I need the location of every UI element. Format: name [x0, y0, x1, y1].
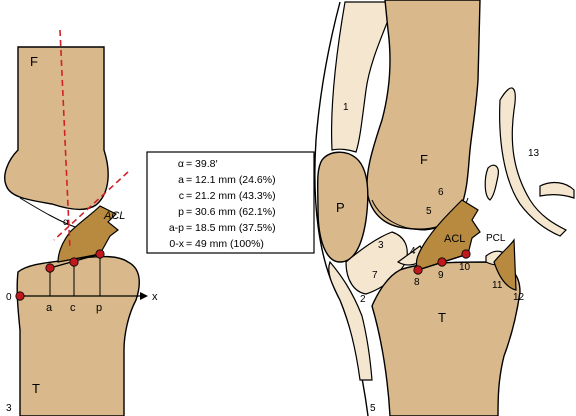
right-insertion-point-8	[413, 265, 423, 275]
right-knee-diagram: F P T ACL PCL 1 2 3 4 5 6 7 8 9 10 11 12…	[314, 0, 575, 416]
point-a-label: a	[46, 302, 53, 314]
label-13: 13	[528, 148, 540, 159]
right-insertion-point-9	[437, 257, 447, 267]
measure-row-alpha-value: = 39.8′	[186, 158, 217, 170]
measure-row-0x-value: = 49 mm (100%)	[186, 238, 264, 250]
right-patella-label: P	[336, 200, 345, 215]
measurement-box: α = 39.8′ a = 12.1 mm (24.6%) c = 21.2 m…	[146, 151, 315, 254]
label-7: 7	[372, 270, 378, 281]
label-3: 3	[378, 240, 384, 251]
measure-row-c-key: c	[179, 190, 184, 202]
right-gastrocnemius-strand	[539, 181, 575, 199]
measure-row-p-value: = 30.6 mm (62.1%)	[186, 206, 276, 218]
insertion-point-p	[95, 249, 105, 259]
measure-row-0x-key: 0-x	[169, 238, 184, 250]
label-4: 4	[410, 246, 416, 257]
label-12: 12	[513, 292, 525, 303]
point-c-label: c	[70, 302, 76, 314]
right-posterior-small-strand	[484, 164, 499, 201]
right-posterior-capsule-strand	[499, 87, 568, 237]
label-11: 11	[492, 280, 503, 291]
left-femur-label: F	[30, 54, 38, 69]
measure-row-a-value: = 12.1 mm (24.6%)	[186, 174, 276, 186]
label-9: 9	[438, 270, 444, 281]
measure-row-alpha-key: α	[178, 158, 184, 170]
measurement-box-border	[146, 151, 315, 254]
label-5: 5	[426, 206, 432, 217]
left-femur-bone	[4, 46, 109, 211]
right-figure-number: 5	[370, 403, 376, 414]
left-tibia-label: T	[32, 381, 40, 396]
left-figure-number: 3	[6, 403, 12, 414]
right-quadriceps-tissue	[330, 1, 396, 153]
point-p-label: p	[96, 302, 102, 314]
right-pcl-label: PCL	[486, 233, 506, 244]
right-femur-bone	[366, 0, 481, 230]
left-acl-ligament	[57, 205, 119, 263]
x-axis-label: x	[152, 291, 158, 303]
right-tibia-label: T	[438, 310, 446, 325]
label-2: 2	[360, 294, 366, 305]
left-intercondylar-roof-line	[53, 171, 129, 241]
measure-row-c-value: = 21.2 mm (43.3%)	[186, 190, 276, 202]
insertion-point-c	[69, 257, 79, 267]
right-patellar-tendon	[328, 260, 373, 381]
origin-label: 0	[6, 292, 12, 303]
right-insertion-point-10	[461, 249, 471, 259]
insertion-point-a	[45, 263, 55, 273]
x-axis-arrowhead	[140, 292, 148, 300]
origin-point	[15, 291, 25, 301]
right-femur-label: F	[420, 152, 428, 167]
left-knee-diagram: F T ACL α 0 x a c p 3	[4, 29, 158, 416]
label-1: 1	[343, 102, 349, 113]
measure-row-ap-key: a-p	[169, 222, 184, 234]
measure-row-a-key: a	[178, 174, 184, 186]
measure-row-ap-value: = 18.5 mm (37.5%)	[186, 222, 276, 234]
label-10: 10	[459, 262, 471, 273]
right-pcl-ligament	[493, 238, 517, 291]
right-acl-label: ACL	[444, 233, 465, 245]
label-8: 8	[414, 277, 420, 288]
measure-row-p-key: p	[178, 206, 184, 218]
label-6: 6	[438, 187, 444, 198]
angle-alpha-label: α	[63, 217, 69, 228]
left-femur-axis-line	[59, 29, 71, 251]
left-femur-condyle-line	[19, 197, 79, 229]
left-acl-label: ACL	[103, 210, 125, 222]
right-patella-bone	[316, 151, 369, 263]
